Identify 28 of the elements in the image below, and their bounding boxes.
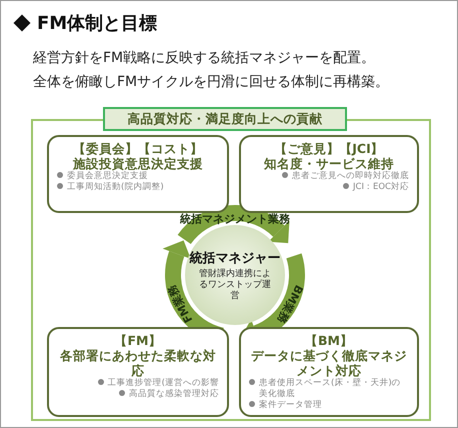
rounded-box (239, 327, 419, 417)
box-heading: 【委員会】【コスト】 (73, 141, 203, 156)
arrow-label: FM業務 (164, 282, 196, 326)
box-heading: 施設投資意思決定支援 (73, 156, 203, 171)
title: FM体制と目標 (37, 12, 158, 35)
bullet-item: 高品質な感染管理対応 (119, 389, 219, 400)
description-text: 経営方針をFM戦略に反映する統括マネジャーを配置。 (33, 49, 376, 67)
rounded-box (47, 327, 229, 417)
description-text: 全体を俯瞰しFMサイクルを円滑に回せる体制に再構築。 (33, 73, 390, 91)
bullet-item: 患者ご意見への即時対応徹底 (282, 171, 409, 182)
bullet-item: 工事周知活動(院内調整) (57, 182, 164, 193)
box-heading: 【FM】 (114, 333, 162, 348)
box-heading: 知名度・サービス維持 (264, 156, 394, 171)
bullet-item: JCI：EOC対応 (343, 182, 409, 193)
bullet-item: 案件データ管理 (249, 400, 322, 411)
bullet-item: 工事進捗管理(運営への影響 (98, 378, 219, 389)
rounded-box (47, 135, 229, 213)
circle-title: 統括マネジャー (190, 250, 280, 266)
rounded-box (239, 135, 419, 213)
box-heading: 【BM】 (305, 333, 353, 348)
bullet-item: 患者使用スペース(床・壁・天井)の美化徹底 (249, 378, 409, 400)
circle-text: 管財課内連携によるワンストップ運営 (198, 268, 272, 302)
bullet-item: 委員会意思決定支援 (57, 171, 148, 182)
box-heading: 【ご意見】【JCI】 (274, 141, 384, 156)
box-heading: 各部署にあわせた柔軟な対応 (59, 348, 217, 378)
header-label: 高品質対応・満足度向上への貢献 (103, 107, 347, 131)
arrow-label: BM業務 (273, 282, 306, 326)
box-heading: データに基づく徹底マネジメント対応 (250, 348, 408, 378)
